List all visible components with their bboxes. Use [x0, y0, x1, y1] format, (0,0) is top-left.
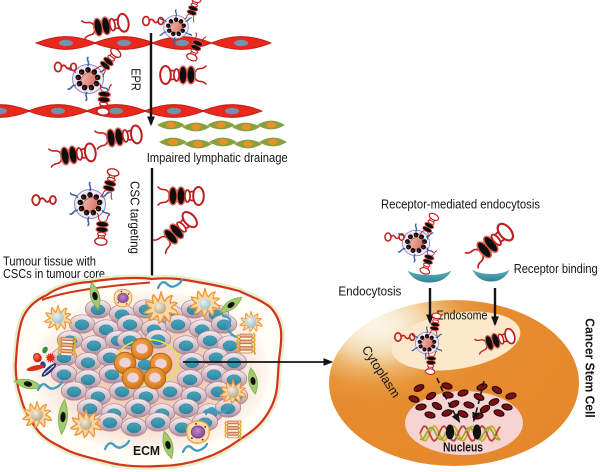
svg-text:Endosome: Endosome: [437, 308, 488, 323]
svg-text:Cancer Stem Cell: Cancer Stem Cell: [583, 318, 598, 418]
svg-text:Receptor-mediated endocytosis: Receptor-mediated endocytosis: [381, 197, 540, 212]
svg-text:EPR: EPR: [128, 68, 143, 91]
svg-text:CSCs in tumour core: CSCs in tumour core: [3, 266, 105, 281]
svg-text:Endocytosis: Endocytosis: [338, 284, 401, 299]
svg-text:Receptor binding: Receptor binding: [514, 261, 598, 276]
svg-text:CSC targeting: CSC targeting: [128, 181, 143, 254]
svg-text:Impaired lymphatic drainage: Impaired lymphatic drainage: [147, 150, 288, 165]
svg-text:Tumour tissue with: Tumour tissue with: [3, 254, 96, 269]
svg-text:ECM: ECM: [133, 443, 160, 458]
svg-text:Nucleus: Nucleus: [443, 440, 483, 455]
